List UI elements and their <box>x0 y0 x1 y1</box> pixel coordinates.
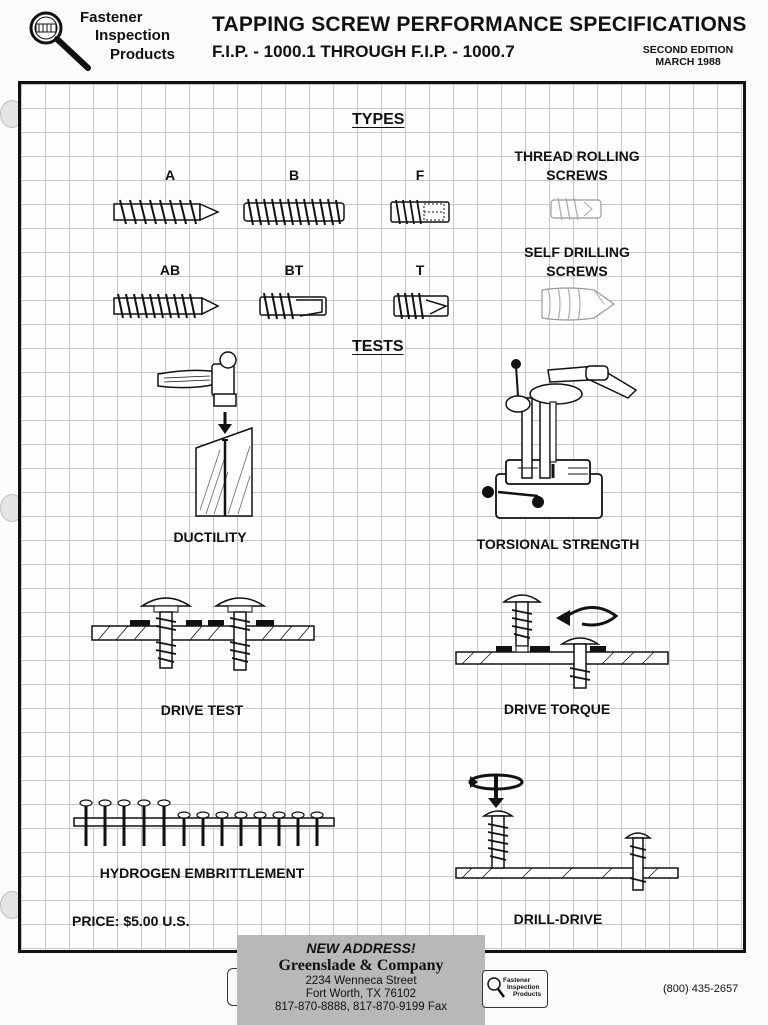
drill-drive-icon <box>455 773 679 891</box>
type-b-screw-icon <box>243 198 345 226</box>
drill-drive-label: DRILL-DRIVE <box>513 911 603 927</box>
type-t-screw-icon <box>393 292 449 320</box>
hydrogen-embrittlement-icon <box>73 799 335 846</box>
thread-rolling-screw-icon <box>550 197 602 221</box>
logo-text-line-1: Fastener <box>80 9 143 26</box>
types-heading: TYPES <box>352 111 405 128</box>
city-address: Fort Worth, TX 76102 <box>305 988 417 1000</box>
type-t-label: T <box>415 262 425 278</box>
company-name: Greenslade & Company <box>278 957 444 974</box>
type-bt-screw-icon <box>259 292 327 320</box>
type-f-label: F <box>415 167 425 183</box>
drive-torque-label: DRIVE TORQUE <box>503 701 611 717</box>
ductility-label: DUCTILITY <box>173 529 247 545</box>
torsion-tester-icon <box>482 359 638 519</box>
address-sticker: NEW ADDRESS! Greenslade & Company 2234 W… <box>237 935 485 1025</box>
type-b-label: B <box>288 167 300 183</box>
page-title: TAPPING SCREW PERFORMANCE SPECIFICATIONS <box>212 13 747 36</box>
footer-phone: (800) 435-2657 <box>663 983 739 995</box>
ductility-hammer-icon <box>157 351 253 517</box>
drive-test-label: DRIVE TEST <box>160 702 244 718</box>
mini-logo-line-1: Fastener <box>503 977 531 984</box>
page-subtitle: F.I.P. - 1000.1 THROUGH F.I.P. - 1000.7 <box>212 42 515 61</box>
drive-torque-icon <box>455 594 669 689</box>
self-drilling-screw-icon <box>541 287 616 321</box>
hydrogen-embrittlement-label: HYDROGEN EMBRITTLEMENT <box>99 865 305 881</box>
type-f-screw-icon <box>390 199 450 225</box>
torsional-strength-label: TORSIONAL STRENGTH <box>476 536 640 552</box>
phone-fax: 817-870-8888, 817-870-9199 Fax <box>275 1001 447 1013</box>
company-logo: Fastener Inspection Products <box>26 6 196 72</box>
new-address-heading: NEW ADDRESS! <box>306 940 416 956</box>
self-drilling-label: SELF DRILLING SCREWS <box>524 244 630 279</box>
mini-logo-line-2: Inspection <box>507 984 540 991</box>
thread-rolling-label: THREAD ROLLING SCREWS <box>514 148 640 183</box>
tests-heading: TESTS <box>352 338 404 355</box>
magnifier-screw-icon <box>29 11 91 71</box>
drive-test-icon <box>91 597 315 671</box>
type-a-screw-icon <box>113 199 220 225</box>
footer-logo: Fastener Inspection Products <box>482 970 548 1008</box>
mini-logo-line-3: Products <box>513 991 542 998</box>
edition-info: SECOND EDITION MARCH 1988 <box>636 44 740 68</box>
logo-text-line-3: Products <box>110 46 176 63</box>
type-bt-label: BT <box>284 262 304 278</box>
edition-date: MARCH 1988 <box>655 56 721 68</box>
price-label: PRICE: $5.00 U.S. <box>72 913 190 929</box>
type-ab-screw-icon <box>113 293 220 319</box>
magnifier-icon <box>487 977 505 998</box>
footer-bracket <box>227 968 240 1006</box>
logo-text-line-2: Inspection <box>95 27 171 44</box>
type-ab-label: AB <box>159 262 181 278</box>
type-a-label: A <box>164 167 176 183</box>
edition-text: SECOND EDITION <box>642 44 734 56</box>
street-address: 2234 Wenneca Street <box>305 975 417 987</box>
